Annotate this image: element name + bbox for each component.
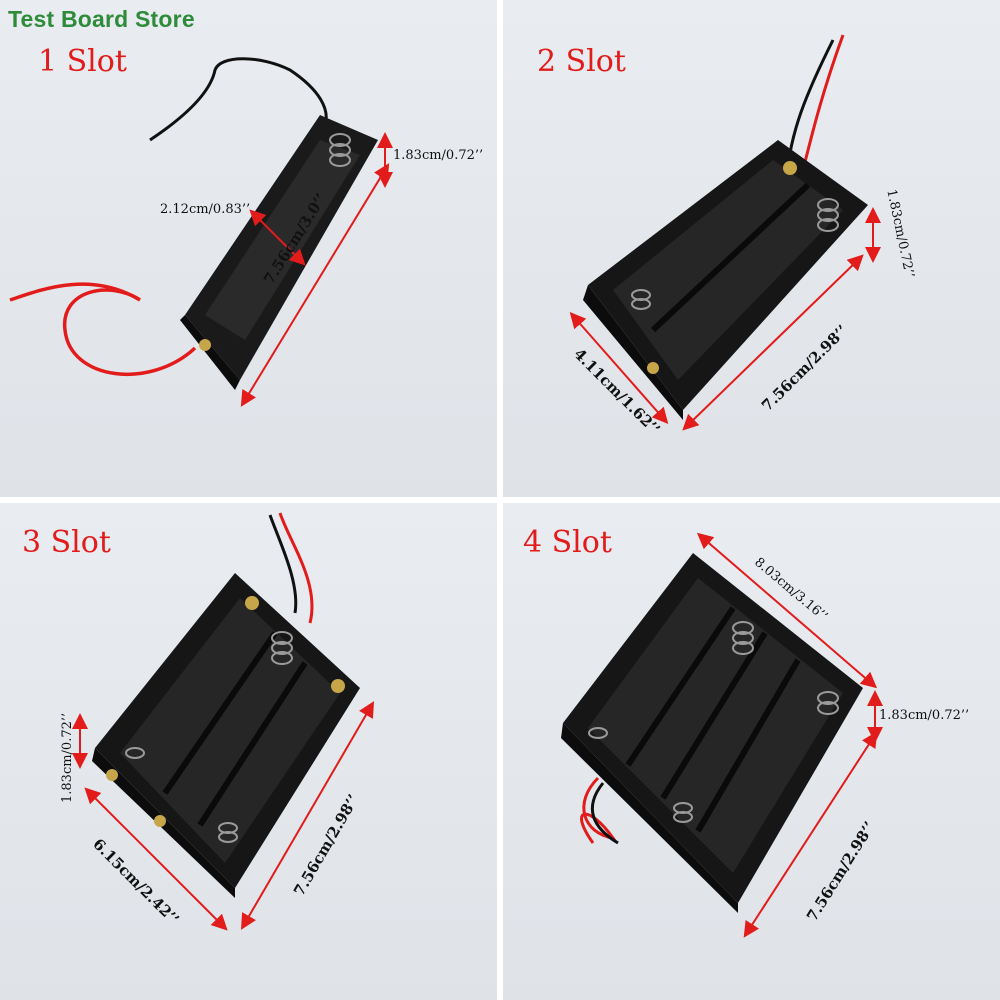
- slot-label: 3 Slot: [22, 525, 111, 560]
- battery-holder-3-slot-photo: [72, 512, 375, 931]
- grid-divider-horizontal: [0, 497, 1000, 503]
- slot-label: 4 Slot: [523, 525, 612, 560]
- battery-holder-1-slot-photo: [9, 57, 393, 407]
- panel-3-slot: 3 Slot 1.83cm/0.72’’ 6.15cm/2.42’’ 7.56c…: [0, 503, 497, 1000]
- panel-2-slot: 2 Slot 1.83cm/0.72’’ 4.11cm/1.62’’ 7.56c…: [503, 0, 1000, 497]
- panel-1-slot: 1 Slot 1.83cm/0.72’’ 2.12cm/0.83’’ 7.56c…: [0, 0, 497, 497]
- height-dimension: 1.83cm/0.72’’: [879, 708, 970, 723]
- height-dimension: 1.83cm/0.72’’: [60, 712, 75, 803]
- slot-label: 2 Slot: [537, 44, 626, 79]
- slot-label: 1 Slot: [38, 44, 127, 79]
- width-dimension: 2.12cm/0.83’’: [160, 202, 251, 217]
- height-dimension: 1.83cm/0.72’’: [393, 148, 484, 163]
- store-brand: Test Board Store: [8, 6, 195, 32]
- panel-4-slot: 4 Slot 8.03cm/3.16’’ 1.83cm/0.72’’ 7.56c…: [503, 503, 1000, 1000]
- battery-holder-4-slot-photo: [561, 532, 883, 938]
- battery-holder-2-slot-photo: [569, 34, 881, 431]
